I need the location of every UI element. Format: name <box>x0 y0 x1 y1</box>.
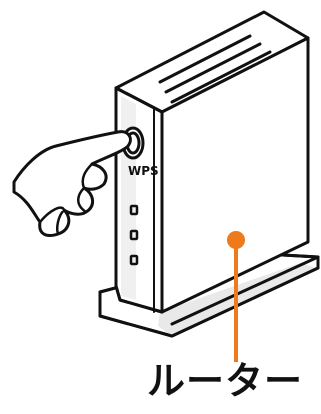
hand-pointing-icon <box>14 132 130 236</box>
wps-label: WPS <box>128 164 159 178</box>
router-caption: ルーター <box>140 362 310 400</box>
